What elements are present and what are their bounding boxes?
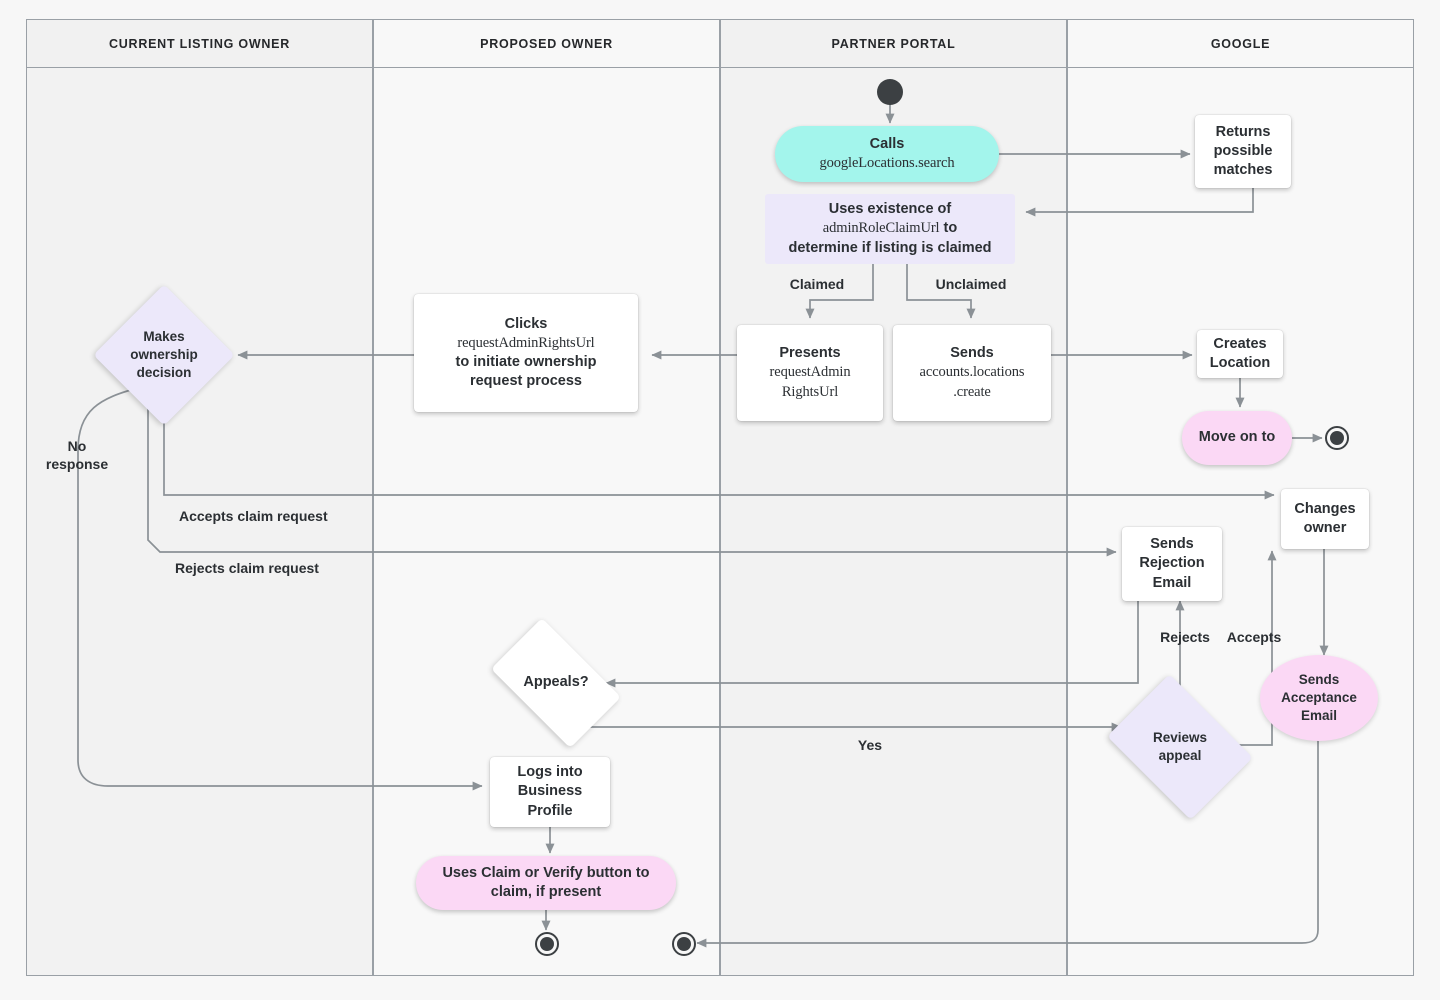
node-text: Move on to — [1198, 429, 1276, 446]
node-text: Reviews appeal — [1152, 730, 1208, 763]
edge-label-accepts: Accepts — [1226, 629, 1282, 645]
node-makes-ownership-decision[interactable]: Makes ownership decision — [93, 284, 235, 426]
lane-header-current-listing-owner: CURRENT LISTING OWNER — [26, 19, 373, 68]
node-line-1: Presents — [779, 345, 841, 362]
node-text: Appeals? — [523, 674, 589, 691]
node-line-2-code: adminRoleClaimUrl — [822, 220, 940, 237]
edge-label-rejects: Rejects — [1160, 629, 1210, 645]
node-text: Creates Location — [1209, 335, 1271, 371]
node-text: Sends Acceptance Email — [1281, 672, 1357, 723]
node-line-2-code: googleLocations.search — [819, 155, 955, 171]
node-clicks-request-admin-rights-url[interactable]: Clicks requestAdminRightsUrl to initiate… — [414, 294, 638, 412]
lane-body-proposed-owner — [373, 68, 720, 976]
edge-label-rejects-claim-request: Rejects claim request — [175, 560, 319, 576]
lane-header-label: CURRENT LISTING OWNER — [108, 36, 291, 51]
start-terminator-partner-portal — [877, 79, 903, 105]
node-text: Makes ownership decision — [130, 329, 198, 380]
edge-label-yes: Yes — [857, 737, 883, 753]
lane-header-label: PARTNER PORTAL — [831, 36, 956, 51]
node-creates-location[interactable]: Creates Location — [1197, 330, 1283, 378]
node-line-1: Uses existence of — [828, 201, 952, 218]
end-terminator-partner-portal — [672, 932, 696, 956]
node-line-2-tail: to — [939, 220, 958, 237]
lane-header-proposed-owner: PROPOSED OWNER — [373, 19, 720, 68]
node-line-2-code: requestAdmin — [769, 364, 851, 381]
lane-header-label: PROPOSED OWNER — [480, 36, 613, 51]
edge-label-claimed: Claimed — [789, 276, 845, 292]
node-text: Returns possible matches — [1213, 123, 1273, 179]
node-sends-accounts-locations-create[interactable]: Sends accounts.locations .create — [893, 325, 1051, 421]
node-appeals-decision[interactable]: Appeals? — [490, 617, 622, 749]
lane-header-label: GOOGLE — [1210, 36, 1271, 51]
node-sends-acceptance-email[interactable]: Sends Acceptance Email — [1260, 655, 1378, 741]
node-line-3: to initiate ownership — [455, 354, 597, 370]
lane-header-google: GOOGLE — [1067, 19, 1414, 68]
end-terminator-proposed-owner — [535, 932, 559, 956]
edge-label-accepts-claim-request: Accepts claim request — [179, 508, 328, 524]
node-line-2-code: requestAdminRightsUrl — [457, 334, 595, 351]
node-text: Sends Rejection Email — [1139, 536, 1205, 591]
node-uses-existence-of-admin-role-claim-url[interactable]: Uses existence of adminRoleClaimUrl to d… — [765, 194, 1015, 264]
node-line-3-code: RightsUrl — [781, 383, 839, 400]
node-text: Changes owner — [1294, 500, 1356, 536]
node-reviews-appeal[interactable]: Reviews appeal — [1107, 674, 1253, 820]
lane-header-partner-portal: PARTNER PORTAL — [720, 19, 1067, 68]
node-presents-request-admin-rights-url[interactable]: Presents requestAdmin RightsUrl — [737, 325, 883, 421]
node-uses-claim-or-verify-button[interactable]: Uses Claim or Verify button to claim, if… — [416, 856, 676, 910]
node-changes-owner[interactable]: Changes owner — [1281, 489, 1369, 549]
node-calls-google-locations-search[interactable]: Calls googleLocations.search — [775, 126, 999, 182]
node-logs-into-business-profile[interactable]: Logs into Business Profile — [490, 757, 610, 827]
node-returns-possible-matches[interactable]: Returns possible matches — [1195, 115, 1291, 188]
node-line-1: Calls — [869, 135, 905, 152]
node-line-3-code: .create — [953, 383, 991, 400]
node-line-4: request process — [469, 373, 582, 390]
node-line-2-code: accounts.locations — [919, 364, 1025, 381]
node-sends-rejection-email[interactable]: Sends Rejection Email — [1122, 527, 1222, 601]
node-line-2: claim, if present — [490, 884, 602, 900]
node-text: Logs into Business Profile — [517, 764, 583, 819]
node-move-on-to[interactable]: Move on to — [1182, 411, 1292, 465]
edge-label-unclaimed: Unclaimed — [935, 276, 1007, 292]
edge-label-no-response: No response — [45, 438, 109, 473]
node-line-1: Clicks — [504, 315, 548, 332]
node-line-3: determine if listing is claimed — [788, 239, 992, 256]
node-line-1: Uses Claim or Verify button to — [442, 864, 650, 881]
node-line-1: Sends — [950, 345, 994, 362]
end-terminator-google — [1325, 426, 1349, 450]
